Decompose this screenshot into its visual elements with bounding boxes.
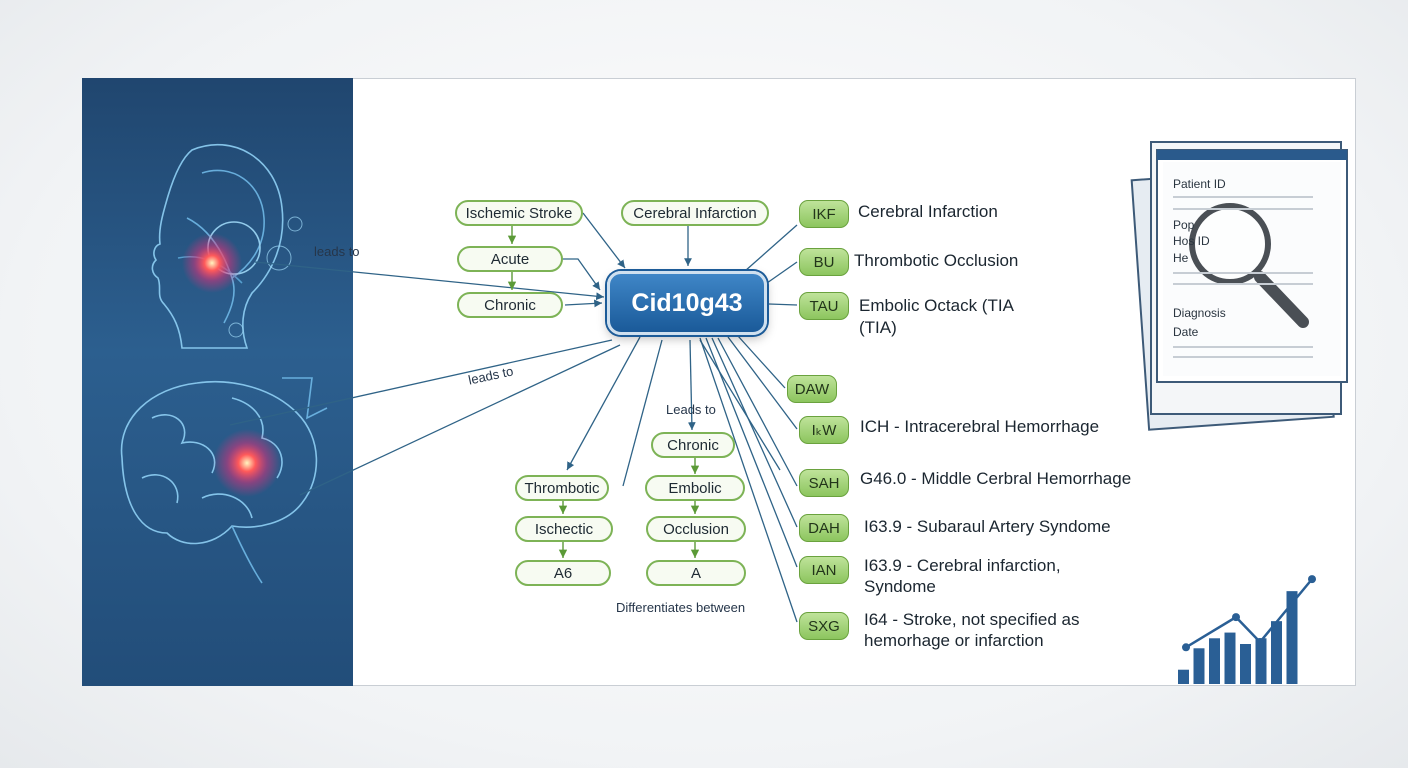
- chart-point: [1232, 613, 1240, 622]
- chart-bar: [1271, 621, 1282, 684]
- code-badge[interactable]: IKF: [799, 200, 849, 228]
- pain-glow-icon: [182, 233, 242, 293]
- code-badge[interactable]: IAN: [799, 556, 849, 584]
- node-a6[interactable]: A6: [515, 560, 611, 586]
- doc-line: [1173, 356, 1313, 358]
- chart-bar: [1209, 638, 1220, 684]
- code-label-line2: hemorhage or infarction: [864, 631, 1044, 650]
- node-ischectic[interactable]: Ischectic: [515, 516, 613, 542]
- code-label: ICH - Intracerebral Hemorrhage: [860, 417, 1100, 436]
- doc-field-3: Hos ID: [1173, 234, 1210, 248]
- chart-point: [1256, 638, 1264, 647]
- node-embolic[interactable]: Embolic: [645, 475, 745, 501]
- doc-line: [1173, 283, 1313, 285]
- chart-bar: [1240, 644, 1251, 684]
- code-label: Thrombotic Occlusion: [854, 251, 1019, 270]
- doc-line: [1173, 196, 1313, 198]
- edge-label-differentiates: Differentiates between: [616, 600, 746, 615]
- doc-field-2: Pop: [1173, 218, 1195, 232]
- chart-bar: [1255, 638, 1267, 684]
- chart-bar: [1286, 591, 1298, 684]
- node-a[interactable]: A: [646, 560, 746, 586]
- doc-field-patient-id: Patient ID: [1173, 177, 1226, 191]
- doc-line: [1173, 346, 1313, 348]
- edge-label-leads-to: leads to: [314, 244, 360, 259]
- code-badge[interactable]: DAW: [787, 375, 837, 403]
- node-cerebral-infarction[interactable]: Cerebral Infarction: [621, 200, 769, 226]
- doc-field-date: Date: [1173, 325, 1199, 339]
- node-thrombotic[interactable]: Thrombotic: [515, 475, 609, 501]
- code-label: I63.9 - Subaraul Artery Syndome: [864, 517, 1111, 536]
- anatomy-illustration-panel: [82, 78, 353, 686]
- doc-field-4: He: [1173, 251, 1189, 265]
- code-badge[interactable]: TAU: [799, 292, 849, 320]
- chart-trend-line: [1185, 578, 1313, 649]
- code-label: I64 - Stroke, not specified as: [864, 610, 1080, 629]
- chart-point: [1182, 643, 1190, 652]
- patient-record-document-icon: [1130, 141, 1348, 431]
- code-label-line2: (TIA): [859, 318, 897, 337]
- node-chronic[interactable]: Chronic: [457, 292, 563, 318]
- anatomy-illustration: [120, 143, 328, 584]
- chart-bar: [1193, 648, 1205, 684]
- code-label: G46.0 - Middle Cerbral Hemorrhage: [860, 469, 1132, 488]
- code-label: Cerebral Infarction: [858, 202, 998, 221]
- node-ischemic-stroke[interactable]: Ischemic Stroke: [455, 200, 583, 226]
- trend-chart-icon: [1178, 575, 1316, 684]
- node-lower-chronic[interactable]: Chronic: [651, 432, 735, 458]
- code-badge[interactable]: DAH: [799, 514, 849, 542]
- doc-line: [1173, 208, 1313, 210]
- code-badge[interactable]: BU: [799, 248, 849, 276]
- code-badge[interactable]: SAH: [799, 469, 849, 497]
- code-label-line2: Syndome: [864, 577, 936, 596]
- code-badge[interactable]: IₖW: [799, 416, 849, 444]
- chart-bar: [1178, 669, 1189, 684]
- edge-label-leads-to-lower: Leads to: [666, 402, 716, 417]
- brain-lesion-glow-icon: [213, 429, 281, 497]
- doc-line: [1173, 272, 1313, 274]
- central-node-cid10g43[interactable]: Cid10g43: [607, 271, 767, 335]
- node-occlusion[interactable]: Occlusion: [646, 516, 746, 542]
- code-label: Embolic Octack (TIA: [859, 296, 1014, 315]
- code-badge[interactable]: SXG: [799, 612, 849, 640]
- chart-bar: [1224, 632, 1236, 684]
- node-acute[interactable]: Acute: [457, 246, 563, 272]
- chart-point: [1308, 575, 1316, 584]
- doc-field-diagnosis: Diagnosis: [1173, 306, 1226, 320]
- code-label: I63.9 - Cerebral infarction,: [864, 556, 1061, 575]
